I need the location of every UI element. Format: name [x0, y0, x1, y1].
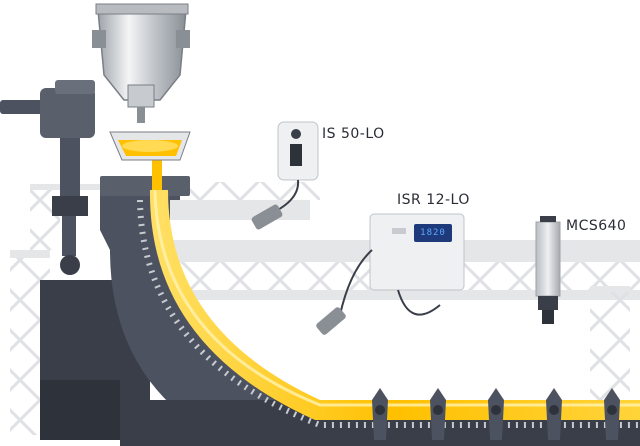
isr12-display-readout: 1820	[420, 228, 446, 238]
molten-steel-strand	[137, 160, 640, 428]
is50-pyrometer	[251, 121, 319, 230]
mcs640-label: MCS640	[566, 218, 627, 234]
ladle-turret	[0, 80, 95, 275]
is50-label: IS 50-LO	[322, 126, 385, 142]
tundish	[109, 131, 191, 161]
support-rollers	[372, 388, 620, 440]
isr12-device	[316, 213, 465, 335]
isr12-label: ISR 12-LO	[397, 192, 470, 208]
mcs640-camera	[535, 216, 561, 324]
ladle	[92, 3, 190, 123]
